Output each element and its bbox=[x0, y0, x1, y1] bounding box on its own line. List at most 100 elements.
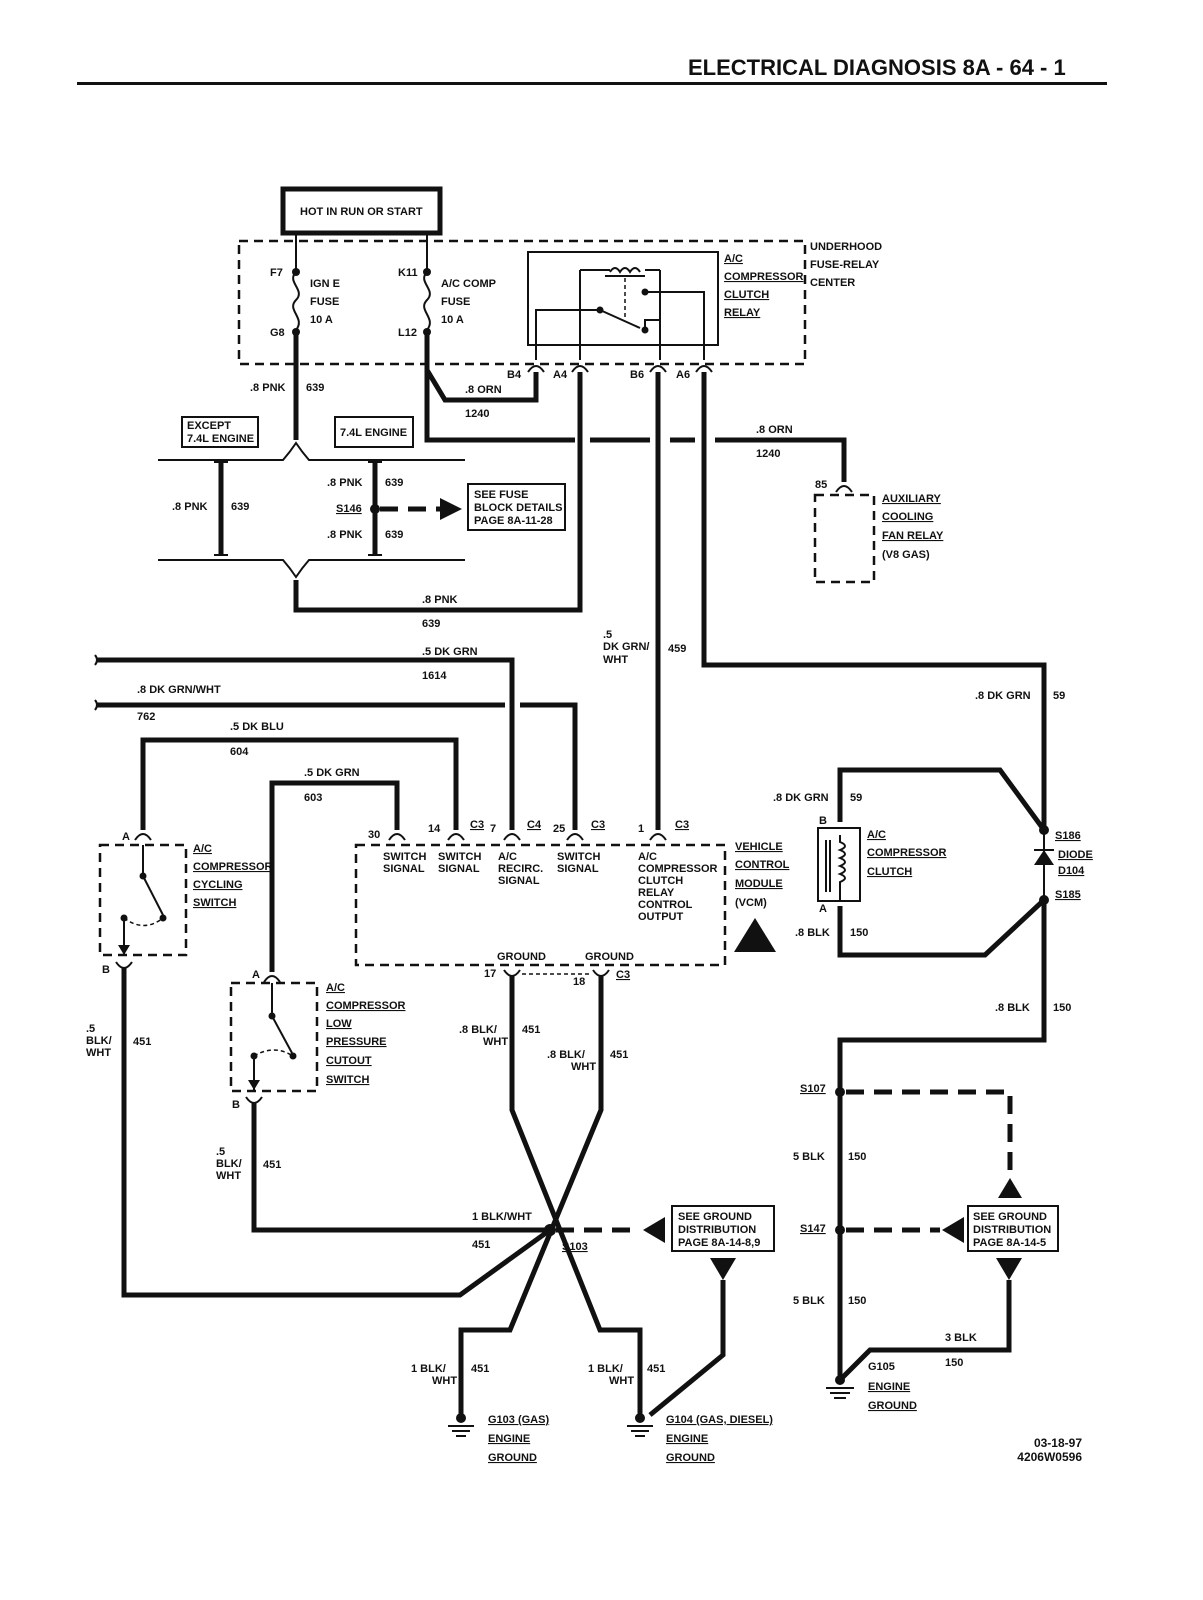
ac-fuse-label-1: A/C COMP bbox=[441, 278, 496, 290]
w-8blk-b: .8 BLK bbox=[995, 1002, 1030, 1014]
w-5blk-b: 5 BLK bbox=[793, 1295, 825, 1307]
aux-label-4: (V8 GAS) bbox=[882, 549, 930, 561]
except-label-2: 7.4L ENGINE bbox=[187, 433, 254, 445]
w-8blk-a: .8 BLK bbox=[795, 927, 830, 939]
w-5blk-a: 5 BLK bbox=[793, 1151, 825, 1163]
gd2-3: PAGE 8A-14-5 bbox=[973, 1237, 1046, 1249]
w451-f1: 1 BLK/ bbox=[588, 1363, 623, 1375]
low-pressure-switch-box bbox=[229, 981, 319, 1093]
w-8pnk-c: .8 PNK bbox=[327, 477, 363, 489]
cyc-pin-b: B bbox=[102, 964, 110, 976]
s147-label: S147 bbox=[800, 1223, 826, 1235]
wire-1240-aux bbox=[715, 437, 847, 482]
c639-e: 639 bbox=[422, 618, 440, 630]
w-8pnk-e: .8 PNK bbox=[422, 594, 458, 606]
pin-1: 1 bbox=[638, 823, 644, 835]
c451-b: 451 bbox=[263, 1159, 281, 1171]
pin-30: 30 bbox=[368, 829, 380, 841]
page-title: ELECTRICAL DIAGNOSIS 8A - 64 - 1 bbox=[688, 55, 1066, 80]
g8-label: G8 bbox=[270, 327, 285, 339]
c1614: 1614 bbox=[422, 670, 447, 682]
ground-dist-ref-1 bbox=[671, 1205, 775, 1252]
ac-relay-box bbox=[527, 251, 719, 346]
relay-coil-icon bbox=[609, 267, 641, 274]
w451-e1: 1 BLK/ bbox=[411, 1363, 446, 1375]
c603: 603 bbox=[304, 792, 322, 804]
header-rule bbox=[77, 82, 1107, 85]
center-label-2: FUSE-RELAY bbox=[810, 259, 880, 271]
sw-sig-2a: SWITCH bbox=[438, 851, 481, 863]
footer-ref: 4206W0596 bbox=[1017, 1450, 1082, 1464]
out-3: CLUTCH bbox=[638, 875, 683, 887]
w451-f2: WHT bbox=[609, 1375, 634, 1387]
low-label-6: SWITCH bbox=[326, 1074, 369, 1086]
wire-451-vcm17 bbox=[509, 975, 643, 1415]
fuse-ref-2: BLOCK DETAILS bbox=[474, 502, 562, 514]
ign-fuse-label-1: IGN E bbox=[310, 278, 340, 290]
gd1-2: DISTRIBUTION bbox=[678, 1224, 756, 1236]
w-8dkgrn-a: .8 DK GRN bbox=[975, 690, 1031, 702]
c451-d: 451 bbox=[610, 1049, 628, 1061]
diode-label-1: DIODE bbox=[1058, 849, 1093, 861]
c3-b: C3 bbox=[591, 819, 605, 831]
fuse-ref-box bbox=[467, 483, 566, 531]
g103-label: G103 (GAS) bbox=[488, 1414, 549, 1426]
w-8pnk-b: .8 PNK bbox=[172, 501, 208, 513]
w-8dkgrn-b: .8 DK GRN bbox=[773, 792, 829, 804]
ign-fuse-label-2: FUSE bbox=[310, 296, 339, 308]
w-8pnk-a: .8 PNK bbox=[250, 382, 286, 394]
pin-7: 7 bbox=[490, 823, 496, 835]
w451-d2: WHT bbox=[571, 1061, 596, 1073]
c59-b: 59 bbox=[850, 792, 862, 804]
out-1: A/C bbox=[638, 851, 657, 863]
low-pin-a: A bbox=[252, 969, 260, 981]
wire-604 bbox=[140, 737, 459, 830]
g105-engine: ENGINE bbox=[868, 1381, 910, 1393]
c451-a: 451 bbox=[133, 1036, 151, 1048]
pin-b4: B4 bbox=[507, 369, 522, 381]
ac-fuse-icon bbox=[423, 271, 431, 331]
cycling-switch-arm bbox=[142, 875, 164, 916]
low-pin-b: B bbox=[232, 1099, 240, 1111]
ign-fuse-label-3: 10 A bbox=[310, 314, 333, 326]
aux-fan-relay-box bbox=[813, 493, 876, 584]
g103-ground: GROUND bbox=[488, 1452, 537, 1464]
diode-label-2: D104 bbox=[1058, 865, 1085, 877]
engine-74-label: 7.4L ENGINE bbox=[340, 427, 407, 439]
low-label-1: A/C bbox=[326, 982, 345, 994]
vcm-label-2: CONTROL bbox=[735, 859, 790, 871]
wire-603 bbox=[269, 780, 400, 972]
c59-a: 59 bbox=[1053, 690, 1065, 702]
pin-85: 85 bbox=[815, 479, 827, 491]
c4-label: C4 bbox=[527, 819, 542, 831]
w451-e2: WHT bbox=[432, 1375, 457, 1387]
gd2-1: SEE GROUND bbox=[973, 1211, 1047, 1223]
c639-b: 639 bbox=[231, 501, 249, 513]
clutch-coil-icon bbox=[837, 835, 846, 900]
diode-d104-icon bbox=[1034, 850, 1054, 865]
fuse-ref-3: PAGE 8A-11-28 bbox=[474, 515, 553, 527]
c451-g: 451 bbox=[647, 1363, 665, 1375]
center-label-1: UNDERHOOD bbox=[810, 241, 882, 253]
c459: 459 bbox=[668, 643, 686, 655]
cyc-label-1: A/C bbox=[193, 843, 212, 855]
out-2: COMPRESSOR bbox=[638, 863, 718, 875]
w451-a2: BLK/ bbox=[86, 1035, 112, 1047]
c3-c: C3 bbox=[675, 819, 689, 831]
gd1-3: PAGE 8A-14-8,9 bbox=[678, 1237, 760, 1249]
sw-sig-1b: SIGNAL bbox=[383, 863, 425, 875]
sw-sig-3b: SIGNAL bbox=[557, 863, 599, 875]
ac-fuse-label-3: 10 A bbox=[441, 314, 464, 326]
recirc-2: RECIRC. bbox=[498, 863, 543, 875]
low-label-2: COMPRESSOR bbox=[326, 1000, 406, 1012]
w-459-c: WHT bbox=[603, 654, 628, 666]
vcm-label-1: VEHICLE bbox=[735, 841, 783, 853]
pin-18: 18 bbox=[573, 976, 585, 988]
c451-e: 451 bbox=[472, 1239, 490, 1251]
splice-s146 bbox=[370, 504, 380, 514]
relay-switch-arm bbox=[599, 309, 641, 329]
gd2-2: DISTRIBUTION bbox=[973, 1224, 1051, 1236]
s146-label: S146 bbox=[336, 503, 362, 515]
w-8dkgrnwht: .8 DK GRN/WHT bbox=[137, 684, 221, 696]
